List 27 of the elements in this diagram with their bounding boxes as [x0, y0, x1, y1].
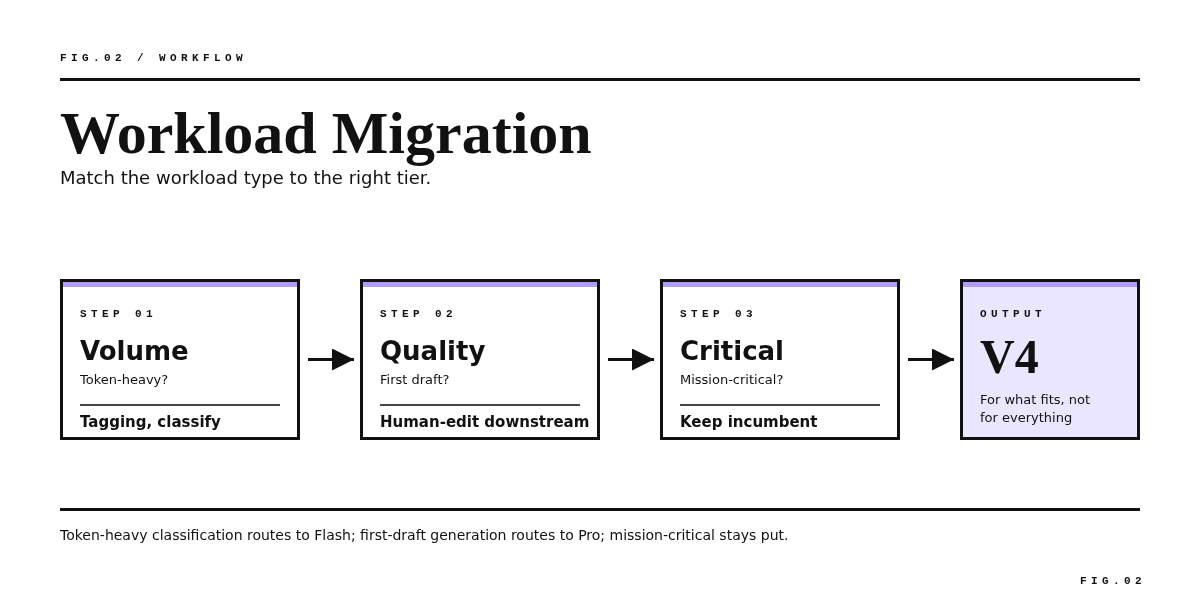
output-card	[960, 279, 1140, 440]
subtitle: Match the workload type to the right tier.	[60, 167, 432, 189]
step-label: STEP 01	[80, 307, 158, 321]
step-result: Tagging, classify	[80, 412, 222, 432]
step-question: Token-heavy?	[80, 371, 170, 389]
step-title: Critical	[680, 336, 786, 366]
figure-number: FIG.02	[1080, 574, 1146, 588]
arrow	[308, 348, 354, 371]
step-title: Volume	[80, 336, 190, 366]
step-title: Quality	[380, 336, 487, 366]
arrow	[608, 348, 654, 371]
caption: Token-heavy classification routes to Flash; first-draft generation routes to Pro; mission-critical stays put.	[60, 526, 789, 544]
step-result: Keep incumbent	[680, 412, 819, 432]
output-version: V4	[980, 332, 1040, 382]
step-card	[660, 279, 900, 440]
step-card	[360, 279, 600, 440]
step-label: STEP 03	[680, 307, 758, 321]
step-question: First draft?	[380, 371, 451, 389]
step-card	[60, 279, 300, 440]
step-label: STEP 02	[380, 307, 458, 321]
output-note: For what fits, not for everything	[980, 391, 1092, 427]
step-question: Mission-critical?	[680, 371, 785, 389]
figure-label: FIG.02 / WORKFLOW	[60, 51, 248, 65]
step-result: Human-edit downstream	[380, 412, 591, 432]
arrow	[908, 348, 954, 371]
output-label: OUTPUT	[980, 307, 1047, 321]
title: Workload Migration	[60, 96, 592, 170]
